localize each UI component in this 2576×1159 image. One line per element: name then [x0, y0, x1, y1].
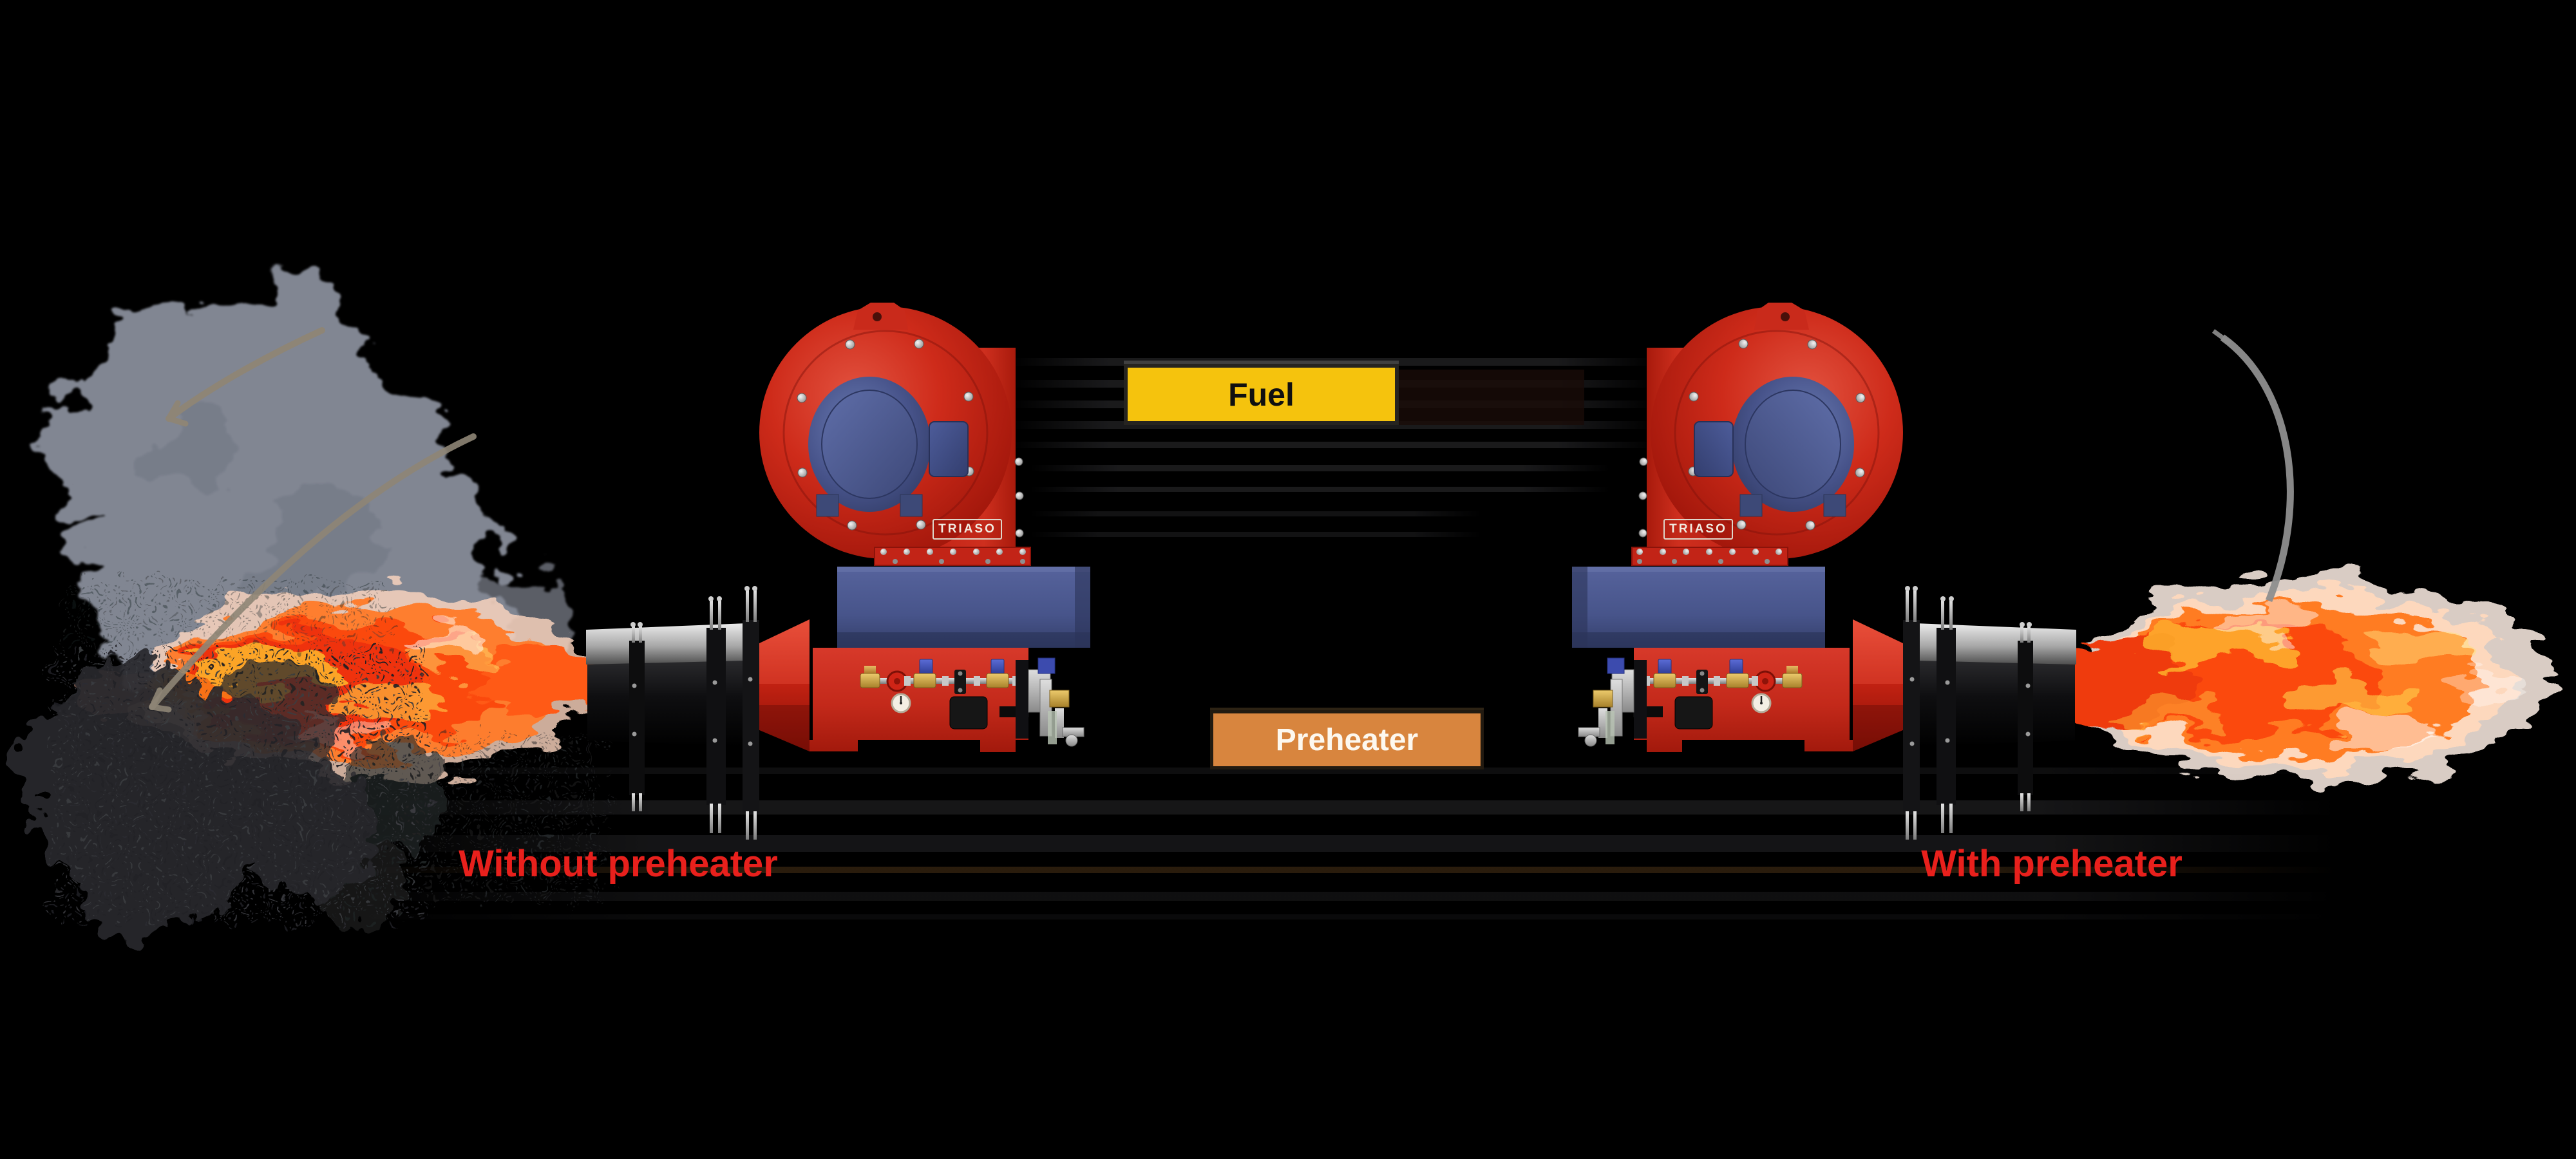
flame-clean	[2058, 575, 2549, 784]
preheater-label: Preheater	[1210, 710, 1484, 769]
smoke-arrow-icon	[166, 327, 325, 422]
clean-air-arc	[2211, 329, 2294, 603]
arc-icon	[2220, 334, 2294, 603]
brand-logo: TRIASO	[933, 519, 1002, 540]
caption-without-preheater: Without preheater	[459, 842, 778, 885]
smoke-annotation	[149, 327, 477, 713]
fuel-label: Fuel	[1124, 364, 1399, 425]
arc-tail-tick-icon	[2211, 329, 2232, 345]
smoke-arrowhead-icon	[166, 400, 189, 427]
burner-without-preheater	[585, 301, 1092, 841]
caption-with-preheater: With preheater	[1921, 842, 2183, 885]
burner-with-preheater	[1571, 301, 2078, 841]
smoke-arrowhead-icon	[149, 687, 172, 713]
background-streaks	[354, 358, 2338, 919]
soot-smoke	[13, 580, 605, 940]
smoke-arrow-icon	[149, 433, 477, 710]
brand-logo: TRIASO	[1663, 519, 1733, 540]
